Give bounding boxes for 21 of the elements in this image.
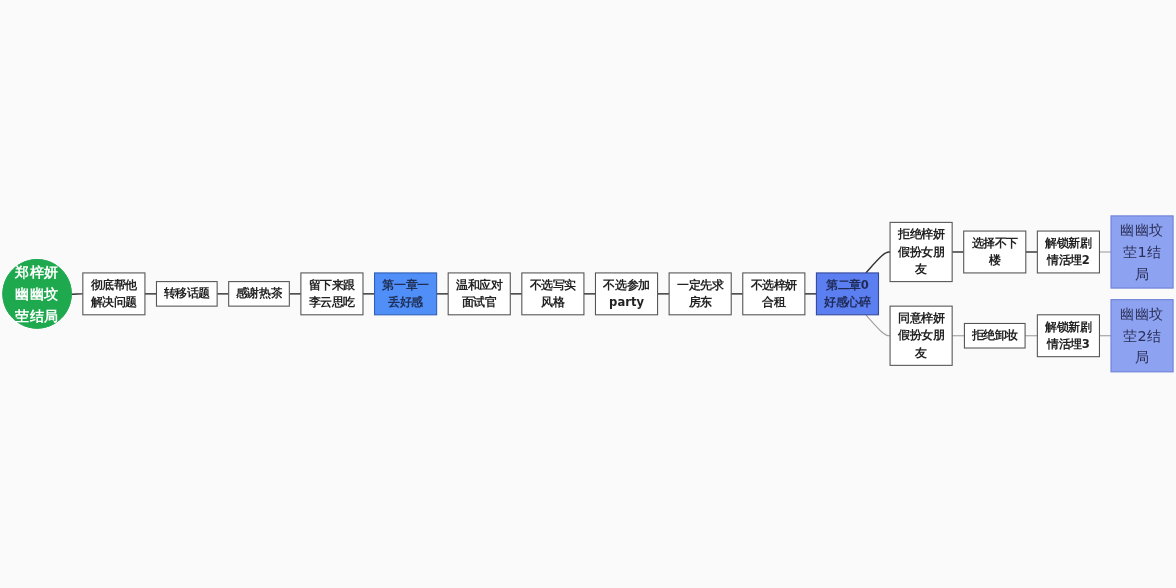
node-box: 彻底帮他解决问题 bbox=[82, 272, 146, 316]
node-box: 幽幽坟茔2结局 bbox=[1110, 299, 1174, 373]
node-box: 不选梓妍合租 bbox=[742, 272, 806, 316]
node-box: 选择不下楼 bbox=[963, 230, 1027, 274]
node-box: 解锁新剧情活埋3 bbox=[1036, 314, 1100, 358]
node-box: 转移话题 bbox=[155, 281, 218, 307]
node-box: 第二章0好感心碎 bbox=[815, 272, 880, 316]
node-box: 不选参加party bbox=[594, 272, 659, 316]
node-box: 温和应对面试官 bbox=[447, 272, 511, 316]
node-box: 留下来跟李云思吃 bbox=[300, 272, 364, 316]
node-box: 不选写实风格 bbox=[521, 272, 585, 316]
node-box: 一定先求房东 bbox=[668, 272, 732, 316]
node-box: 拒绝梓妍假扮女朋友 bbox=[889, 221, 953, 283]
connector bbox=[865, 314, 891, 337]
node-box: 幽幽坟茔1结局 bbox=[1110, 215, 1174, 289]
node-box: 拒绝卸妆 bbox=[963, 323, 1026, 349]
node-box: 同意梓妍假扮女朋友 bbox=[889, 305, 953, 366]
node-box: 解锁新剧情活埋2 bbox=[1036, 230, 1100, 274]
node-box: 第一章一丢好感 bbox=[374, 272, 438, 316]
connector bbox=[865, 251, 891, 274]
node-box: 感谢热茶 bbox=[228, 281, 290, 307]
